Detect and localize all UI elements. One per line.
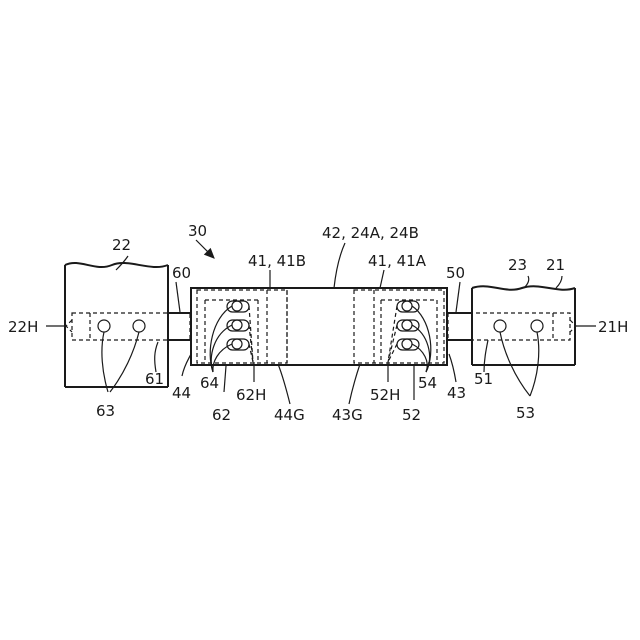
hole-53a (494, 320, 506, 332)
label-43: 43 (447, 384, 466, 402)
label-21: 21 (546, 256, 565, 274)
block-22 (65, 263, 168, 387)
label-64: 64 (200, 374, 219, 392)
label-41-41A: 41, 41A (368, 252, 427, 270)
label-23: 23 (508, 256, 527, 274)
label-21H: 21H (598, 318, 628, 336)
label-22H: 22H (8, 318, 38, 336)
label-50: 50 (446, 264, 465, 282)
label-52H: 52H (370, 386, 400, 404)
label-41-41B: 41, 41B (248, 252, 306, 270)
label-60: 60 (172, 264, 191, 282)
label-22: 22 (112, 236, 131, 254)
connector-60 (168, 313, 191, 340)
arrow-30 (196, 240, 214, 258)
hole-53b (531, 320, 543, 332)
slot-61 (66, 313, 190, 340)
fasteners-64 (227, 301, 253, 362)
label-42-24A-24B: 42, 24A, 24B (322, 224, 419, 242)
label-62: 62 (212, 406, 231, 424)
label-44G: 44G (274, 406, 305, 424)
label-52: 52 (402, 406, 421, 424)
block-23 (472, 286, 575, 365)
fasteners-54 (388, 301, 419, 362)
connector-50 (447, 313, 472, 340)
label-53: 53 (516, 404, 535, 422)
label-43G: 43G (332, 406, 363, 424)
label-51: 51 (474, 370, 493, 388)
label-62H: 62H (236, 386, 266, 404)
label-30: 30 (188, 222, 207, 240)
label-63: 63 (96, 402, 115, 420)
label-54: 54 (418, 374, 437, 392)
labels: 30 22 60 22H 61 63 44 64 62 62H 44G 41, … (8, 222, 628, 424)
hole-63a (98, 320, 110, 332)
label-61: 61 (145, 370, 164, 388)
slot-51 (448, 313, 576, 340)
label-44: 44 (172, 384, 191, 402)
hole-63b (133, 320, 145, 332)
